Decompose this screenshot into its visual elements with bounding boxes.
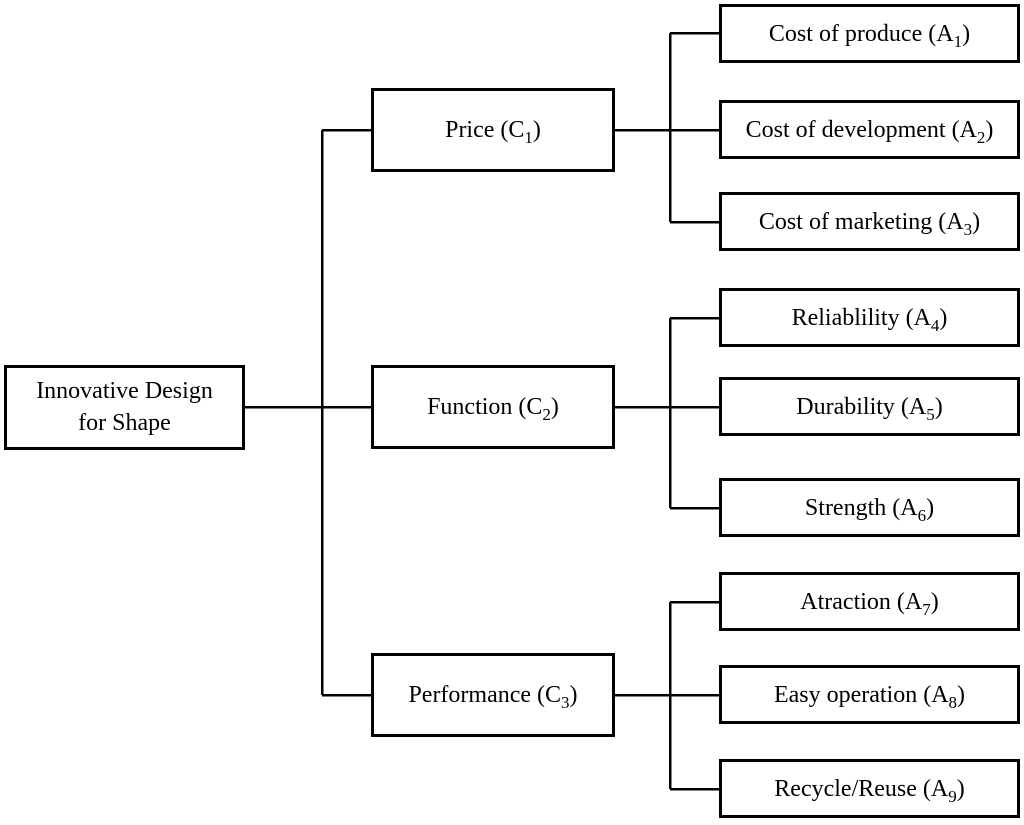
label-close: ) bbox=[569, 682, 578, 708]
attribute-node-reliability: Reliablility (A4) bbox=[719, 288, 1020, 347]
attribute-node-cost-of-development: Cost of development (A2) bbox=[719, 100, 1020, 159]
criterion-label-performance: Performance (C3) bbox=[408, 680, 578, 712]
label-text: Function (C bbox=[427, 394, 543, 420]
attribute-label-durability: Durability (A5) bbox=[796, 392, 943, 424]
label-close: ) bbox=[962, 20, 971, 47]
label-text: Price (C bbox=[445, 117, 525, 143]
label-close: ) bbox=[985, 116, 994, 143]
attribute-label-easy-operation: Easy operation (A8) bbox=[773, 680, 966, 712]
label-text: Recycle/Reuse (A bbox=[774, 775, 949, 802]
criterion-label-price: Price (C1) bbox=[445, 115, 541, 147]
label-subscript: 3 bbox=[963, 219, 973, 239]
root-label: Innovative Design for Shape bbox=[36, 376, 213, 438]
label-close: ) bbox=[972, 208, 981, 235]
attribute-node-durability: Durability (A5) bbox=[719, 377, 1020, 436]
attribute-node-easy-operation: Easy operation (A8) bbox=[719, 665, 1020, 724]
label-text: Easy operation (A bbox=[773, 681, 949, 708]
label-close: ) bbox=[930, 588, 939, 615]
label-subscript: 5 bbox=[926, 404, 935, 424]
label-subscript: 4 bbox=[930, 315, 940, 335]
attribute-label-recycle-reuse: Recycle/Reuse (A9) bbox=[774, 774, 965, 806]
attribute-label-reliability: Reliablility (A4) bbox=[791, 303, 948, 335]
label-close: ) bbox=[934, 393, 943, 420]
label-subscript: 7 bbox=[922, 599, 931, 619]
label-close: ) bbox=[956, 775, 965, 802]
attribute-label-attraction: Atraction (A7) bbox=[800, 587, 939, 619]
label-text: Cost of produce (A bbox=[768, 20, 954, 47]
attribute-node-cost-of-produce: Cost of produce (A1) bbox=[719, 4, 1020, 63]
criterion-node-price: Price (C1) bbox=[371, 88, 615, 172]
label-text: Strength (A bbox=[804, 494, 918, 521]
root-label-line1: Innovative Design bbox=[36, 378, 213, 405]
criterion-label-function: Function (C2) bbox=[427, 392, 559, 424]
label-close: ) bbox=[926, 494, 935, 521]
label-text: Cost of development (A bbox=[745, 116, 977, 143]
label-text: Atraction (A bbox=[800, 588, 923, 615]
label-subscript: 1 bbox=[524, 127, 533, 147]
label-close: ) bbox=[957, 681, 966, 708]
attribute-label-cost-of-development: Cost of development (A2) bbox=[745, 115, 994, 147]
label-subscript: 2 bbox=[976, 127, 986, 147]
label-text: Performance (C bbox=[408, 682, 562, 708]
label-subscript: 1 bbox=[953, 31, 963, 51]
attribute-label-strength: Strength (A6) bbox=[804, 493, 935, 525]
label-text: Cost of marketing (A bbox=[758, 208, 964, 235]
root-node: Innovative Design for Shape bbox=[4, 365, 245, 450]
label-subscript: 3 bbox=[561, 692, 570, 712]
connector-path bbox=[245, 31, 719, 791]
criterion-node-performance: Performance (C3) bbox=[371, 653, 615, 737]
label-subscript: 2 bbox=[542, 404, 551, 424]
attribute-node-strength: Strength (A6) bbox=[719, 478, 1020, 537]
label-close: ) bbox=[939, 304, 948, 331]
attribute-node-attraction: Atraction (A7) bbox=[719, 572, 1020, 631]
attribute-label-cost-of-produce: Cost of produce (A1) bbox=[768, 19, 971, 51]
attribute-node-cost-of-marketing: Cost of marketing (A3) bbox=[719, 192, 1020, 251]
label-subscript: 9 bbox=[948, 786, 957, 806]
label-text: Durability (A bbox=[796, 393, 927, 420]
root-label-line2: for Shape bbox=[78, 409, 171, 436]
label-text: Reliablility (A bbox=[791, 304, 931, 331]
label-close: ) bbox=[532, 117, 541, 143]
label-close: ) bbox=[550, 394, 559, 420]
label-subscript: 8 bbox=[948, 692, 958, 712]
attribute-label-cost-of-marketing: Cost of marketing (A3) bbox=[758, 207, 981, 239]
criterion-node-function: Function (C2) bbox=[371, 365, 615, 449]
attribute-node-recycle-reuse: Recycle/Reuse (A9) bbox=[719, 759, 1020, 818]
label-subscript: 6 bbox=[917, 505, 927, 525]
